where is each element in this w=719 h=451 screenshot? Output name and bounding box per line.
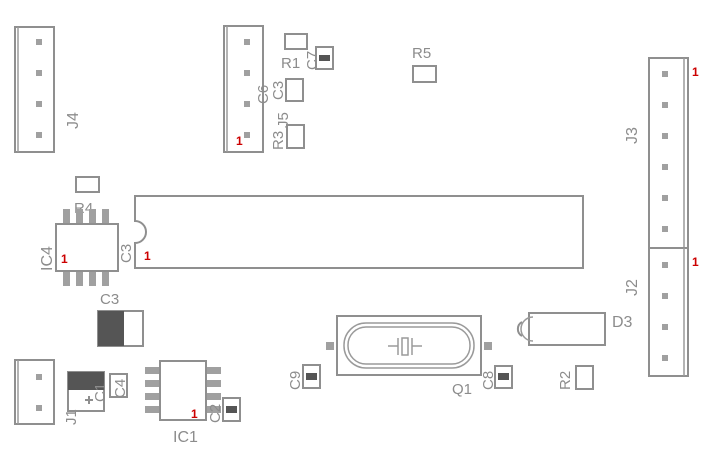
resistor-r5[interactable]: R5 — [412, 45, 437, 83]
c3-side-label: C3 — [118, 244, 135, 263]
capacitor-c6[interactable]: C6 C3 — [255, 78, 304, 104]
c7-label: C7 — [304, 51, 321, 70]
crystal-q1[interactable]: Q1 — [326, 315, 492, 398]
r5-label: R5 — [412, 45, 431, 62]
connector-j4[interactable]: J4 — [14, 26, 82, 153]
q1-label: Q1 — [452, 381, 472, 398]
c1-label: C1 — [92, 383, 109, 402]
ic4-pin1-marker: 1 — [61, 252, 68, 266]
led-d3[interactable]: D3 — [516, 312, 633, 346]
j3-label: J3 — [624, 127, 641, 144]
j2-label: J2 — [624, 279, 641, 296]
r3-label: R3 — [270, 131, 287, 150]
c8-label: C8 — [480, 371, 497, 390]
resistor-r2[interactable]: R2 — [557, 365, 594, 390]
c2-label: C2 — [207, 404, 224, 423]
capacitor-c8[interactable]: C8 — [480, 365, 513, 390]
c4-label: C4 — [112, 379, 129, 398]
ic4-label: IC4 — [39, 246, 56, 271]
capacitor-c7[interactable]: C7 — [304, 46, 334, 70]
d3-label: D3 — [612, 314, 633, 331]
chip-ic1[interactable]: 1 IC1 — [145, 360, 221, 446]
j3-pin1-marker: 1 — [692, 65, 699, 79]
capacitor-c2[interactable]: C2 — [207, 397, 241, 423]
capacitor-c3[interactable]: C3 — [97, 291, 144, 347]
connector-j3[interactable]: 1 J3 — [624, 57, 699, 249]
ic1-label: IC1 — [173, 429, 198, 446]
c6-label: C6 — [255, 85, 272, 104]
r2-label: R2 — [557, 371, 574, 390]
j5-pin1-marker: 1 — [236, 134, 243, 148]
connector-j2[interactable]: 1 J2 — [624, 247, 699, 377]
ic1-pin1-marker: 1 — [191, 407, 198, 421]
capacitor-c9[interactable]: C9 — [287, 364, 321, 390]
chip-ic4[interactable]: 1 IC4 — [39, 209, 119, 286]
c9-label: C9 — [287, 371, 304, 390]
r1-label: R1 — [281, 55, 300, 72]
j4-label: J4 — [65, 112, 82, 129]
connector-j1[interactable]: J1 — [14, 359, 80, 425]
resistor-r1[interactable]: R1 — [281, 33, 308, 72]
c3-label: C3 — [100, 291, 119, 308]
j2-pin1-marker: 1 — [692, 255, 699, 269]
c6-secondary-label: C3 — [270, 81, 287, 100]
dip-chip-outline[interactable]: 1 C3 — [118, 195, 584, 269]
capacitor-c4[interactable]: C4 — [109, 373, 129, 398]
capacitor-c1[interactable]: C1 — [67, 371, 109, 412]
resistor-r3[interactable]: R3 — [270, 124, 305, 150]
j1-label: J1 — [63, 409, 80, 425]
dip-pin1-marker: 1 — [144, 249, 151, 263]
